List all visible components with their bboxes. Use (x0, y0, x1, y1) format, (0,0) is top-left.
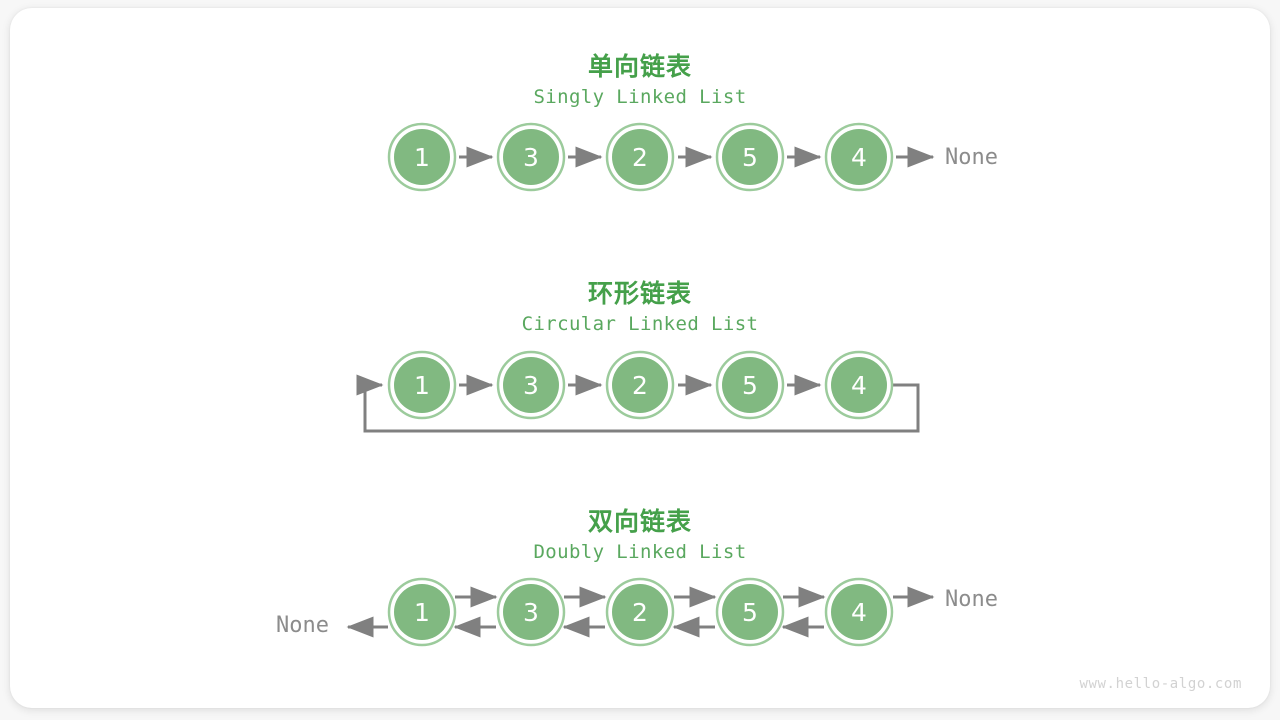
node-value: 2 (632, 371, 648, 400)
section-title-cn-doubly: 双向链表 (587, 507, 692, 536)
node-value: 5 (742, 598, 758, 627)
circular-node-1: 1 (387, 350, 457, 420)
node-value: 5 (742, 143, 758, 172)
node-value: 4 (851, 598, 867, 627)
doubly-node-2: 3 (496, 577, 566, 647)
node-value: 1 (414, 598, 430, 627)
node-value: 4 (851, 371, 867, 400)
node-value: 3 (523, 598, 539, 627)
singly-node-4: 5 (715, 122, 785, 192)
node-value: 2 (632, 598, 648, 627)
head-none-label-doubly: None (276, 613, 329, 638)
circular-node-4: 5 (715, 350, 785, 420)
singly-linked-list-row: 1 3 2 5 4 (387, 122, 935, 192)
node-value: 3 (523, 371, 539, 400)
node-value: 1 (414, 371, 430, 400)
section-title-cn-singly: 单向链表 (587, 52, 692, 81)
singly-node-1: 1 (387, 122, 457, 192)
section-title-en-doubly: Doubly Linked List (533, 541, 747, 563)
node-value: 4 (851, 143, 867, 172)
doubly-node-1: 1 (387, 577, 457, 647)
singly-node-2: 3 (496, 122, 566, 192)
circular-linked-list-row: 1 3 2 5 4 (356, 350, 920, 433)
section-title-en-circular: Circular Linked List (521, 313, 759, 335)
circular-node-2: 3 (496, 350, 566, 420)
circular-node-3: 2 (605, 350, 675, 420)
node-value: 2 (632, 143, 648, 172)
doubly-node-5: 4 (824, 577, 894, 647)
doubly-node-3: 2 (605, 577, 675, 647)
singly-node-3: 2 (605, 122, 675, 192)
site-watermark: www.hello-algo.com (1079, 676, 1242, 692)
circular-loopback-path (356, 374, 920, 433)
singly-node-5: 4 (824, 122, 894, 192)
doubly-node-4: 5 (715, 577, 785, 647)
tail-none-label-doubly: None (945, 587, 998, 612)
circular-node-5: 4 (824, 350, 894, 420)
section-title-en-singly: Singly Linked List (533, 86, 747, 108)
node-value: 3 (523, 143, 539, 172)
node-value: 1 (414, 143, 430, 172)
doubly-linked-list-row: 1 3 2 5 4 (346, 577, 935, 647)
node-value: 5 (742, 371, 758, 400)
section-title-cn-circular: 环形链表 (587, 279, 692, 308)
tail-none-label-singly: None (945, 145, 998, 170)
